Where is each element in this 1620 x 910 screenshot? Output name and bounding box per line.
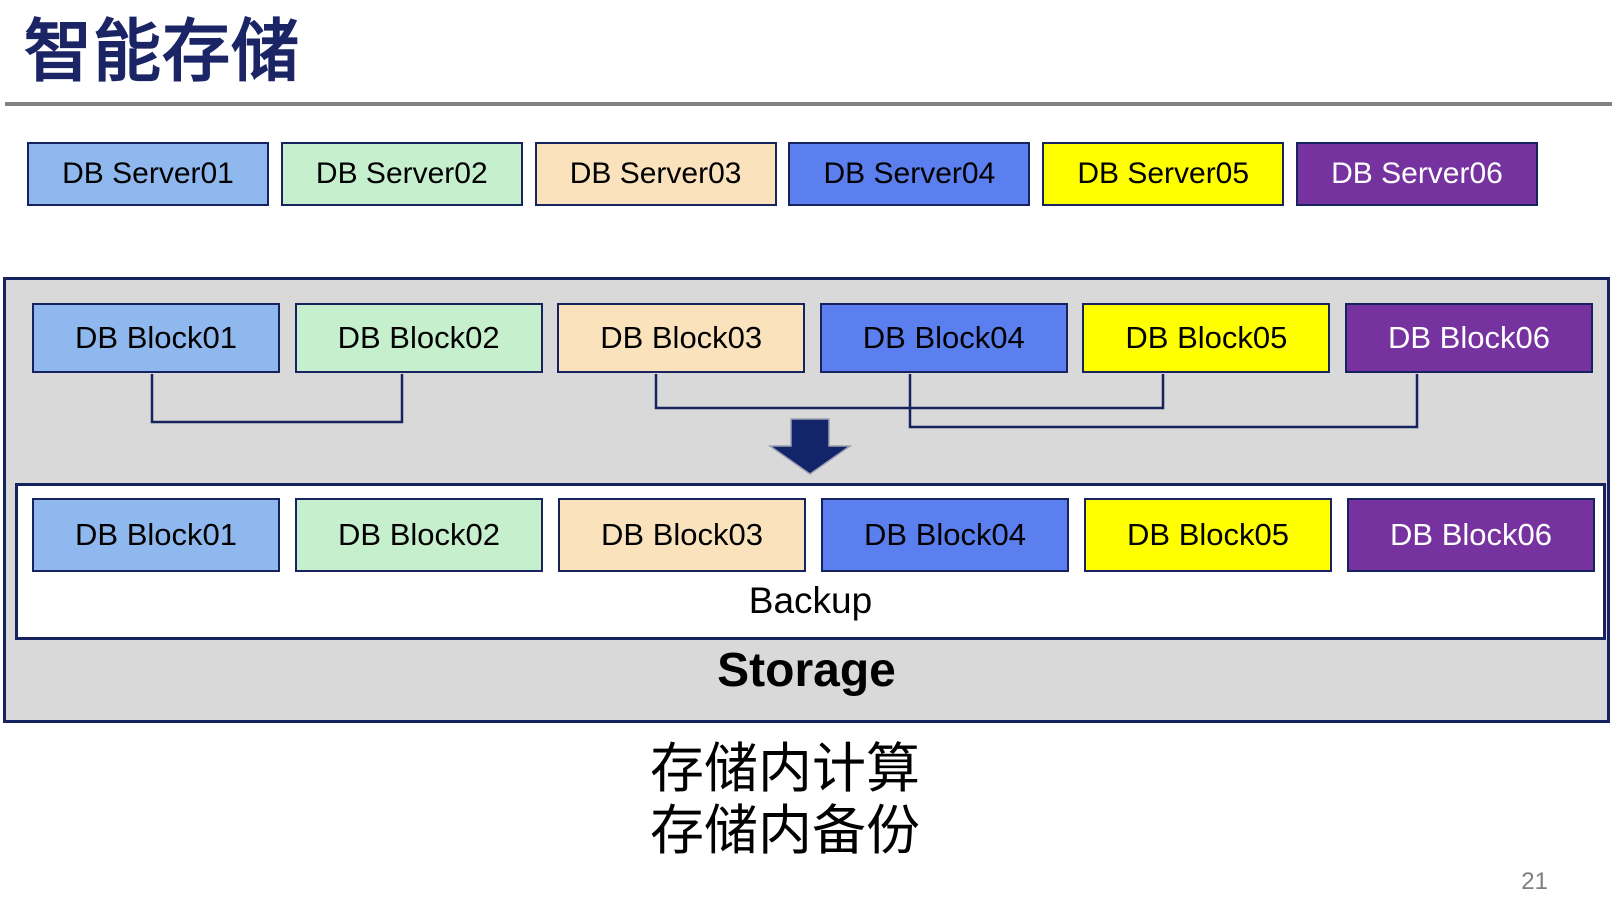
db-block-row-source: DB Block01 DB Block02 DB Block03 DB Bloc…	[32, 303, 1593, 373]
db-server04-box: DB Server04	[788, 142, 1031, 206]
db-block03-backup-box: DB Block03	[558, 498, 806, 572]
db-block04-backup-box: DB Block04	[821, 498, 1069, 572]
db-block02-backup-box: DB Block02	[295, 498, 543, 572]
db-block06-source-box: DB Block06	[1344, 303, 1593, 373]
db-server06-box: DB Server06	[1295, 142, 1538, 206]
db-block04-source-box: DB Block04	[819, 303, 1068, 373]
db-block06-backup-box: DB Block06	[1347, 498, 1595, 572]
db-block05-source-box: DB Block05	[1082, 303, 1331, 373]
db-server-row: DB Server01 DB Server02 DB Server03 DB S…	[27, 142, 1538, 206]
db-server05-box: DB Server05	[1042, 142, 1285, 206]
db-server02-box: DB Server02	[280, 142, 523, 206]
title-underline	[5, 102, 1612, 106]
backup-label: Backup	[748, 580, 873, 621]
caption-line-2: 存储内备份	[650, 801, 920, 861]
db-server03-box: DB Server03	[534, 142, 777, 206]
db-block01-backup-box: DB Block01	[32, 498, 280, 572]
page-title: 智能存储	[24, 14, 301, 90]
db-block05-backup-box: DB Block05	[1084, 498, 1332, 572]
storage-panel: DB Block01 DB Block02 DB Block03 DB Bloc…	[3, 277, 1610, 723]
backup-box: DB Block01 DB Block02 DB Block03 DB Bloc…	[15, 483, 1606, 640]
db-block01-source-box: DB Block01	[32, 303, 280, 373]
db-block03-source-box: DB Block03	[557, 303, 806, 373]
db-block02-source-box: DB Block02	[294, 303, 543, 373]
caption-line-1: 存储内计算	[650, 739, 920, 799]
page-number: 21	[1521, 868, 1548, 895]
caption-text: 存储内计算 存储内备份	[0, 738, 1570, 862]
db-server01-box: DB Server01	[27, 142, 269, 206]
db-block-row-backup: DB Block01 DB Block02 DB Block03 DB Bloc…	[32, 498, 1595, 572]
storage-label: Storage	[717, 644, 896, 697]
